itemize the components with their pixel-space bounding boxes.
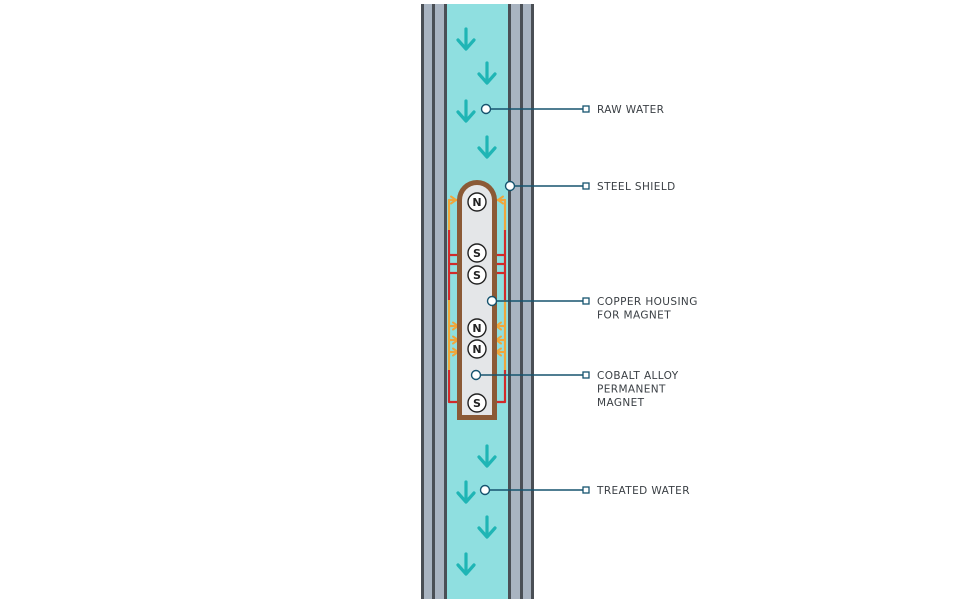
down-arrow-icon [477,61,497,85]
pole-label: S [473,247,481,260]
callout-label: FOR MAGNET [597,310,671,322]
down-arrow-icon [456,27,476,51]
callout-label: PERMANENT [597,384,666,396]
down-arrow-icon [477,515,497,539]
pole-label: S [473,269,481,282]
pole-marker [467,318,487,338]
callout-raw-water: RAW WATER [480,103,664,116]
callout-label: RAW WATER [597,104,664,116]
pole-marker [467,192,487,212]
magnetic-field-lines [447,195,507,404]
left-pipe-wall [421,4,447,599]
field-line [496,370,507,404]
callouts: RAW WATER STEEL SHIELD COPPER HOUSING FOR M… [470,103,698,497]
callout-label: STEEL SHIELD [597,181,676,193]
down-arrow-icon [456,99,476,123]
circle-dot-icon [470,369,482,381]
square-marker-icon [582,297,590,305]
square-marker-icon [582,486,590,494]
callout-treated-water: TREATED WATER [479,484,690,497]
pole-marker [467,339,487,359]
circle-dot-icon [479,484,491,496]
pole-label: N [472,196,481,209]
field-line [447,370,458,404]
pole-marker [467,265,487,285]
pole-marker [467,243,487,263]
callout-copper-housing: COPPER HOUSING FOR MAGNET [486,295,698,322]
pole-label: N [472,322,481,335]
pole-label: S [473,397,481,410]
callout-label: COBALT ALLOY [597,370,679,382]
circle-dot-icon [504,180,516,192]
square-marker-icon [582,105,590,113]
pole-marker [467,393,487,413]
square-marker-icon [582,371,590,379]
callout-steel-shield: STEEL SHIELD [504,180,676,193]
square-marker-icon [582,182,590,190]
field-arrow-icon [496,195,504,205]
down-arrow-icon [477,444,497,468]
circle-dot-icon [480,103,492,115]
down-arrow-icon [456,480,476,504]
callout-label: MAGNET [597,397,645,409]
flow-arrows [456,27,497,576]
field-arrow-icon [450,195,458,205]
circle-dot-icon [486,295,498,307]
pole-label: N [472,343,481,356]
down-arrow-icon [477,135,497,159]
callout-label: TREATED WATER [596,485,690,497]
callout-label: COPPER HOUSING [597,296,698,308]
down-arrow-icon [456,552,476,576]
cobalt-magnet-core [462,185,492,415]
